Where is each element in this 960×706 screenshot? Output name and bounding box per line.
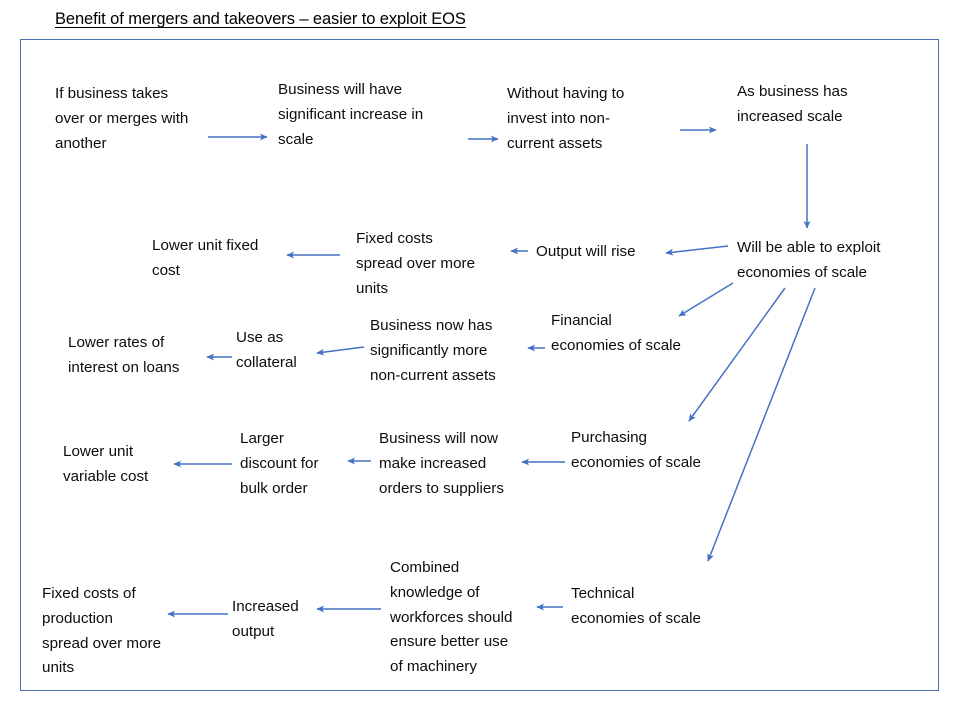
flow-node-n14: Business will now make increased orders … bbox=[379, 430, 504, 497]
flow-node-n18: Combined knowledge of workforces should … bbox=[390, 559, 513, 676]
flow-node-n15: Larger discount for bulk order bbox=[240, 430, 319, 497]
flow-node-n12: Lower rates of interest on loans bbox=[68, 334, 180, 376]
flow-node-n6: Output will rise bbox=[536, 243, 636, 260]
flow-node-n1: If business takes over or merges with an… bbox=[55, 85, 189, 152]
flow-node-n20: Fixed costs of production spread over mo… bbox=[42, 585, 162, 677]
flow-node-n19: Increased output bbox=[232, 598, 299, 640]
flow-node-n17: Technical economies of scale bbox=[571, 585, 702, 627]
flow-node-n5: Will be able to exploit economies of sca… bbox=[737, 239, 881, 281]
flow-node-n2: Business will have significant increase … bbox=[278, 81, 424, 148]
flow-node-n10: Business now has significantly more non-… bbox=[370, 317, 496, 384]
page-title: Benefit of mergers and takeovers – easie… bbox=[55, 10, 466, 28]
flow-node-n16: Lower unit variable cost bbox=[63, 443, 149, 485]
flow-node-n3: Without having to invest into non- curre… bbox=[507, 85, 625, 152]
flow-node-n7: Fixed costs spread over more units bbox=[356, 230, 476, 297]
flow-node-n8: Lower unit fixed cost bbox=[152, 237, 259, 279]
flow-node-n13: Purchasing economies of scale bbox=[571, 429, 702, 471]
flow-node-n4: As business has increased scale bbox=[737, 83, 848, 125]
flow-node-n11: Use as collateral bbox=[236, 329, 297, 371]
flow-node-n9: Financial economies of scale bbox=[551, 312, 682, 354]
